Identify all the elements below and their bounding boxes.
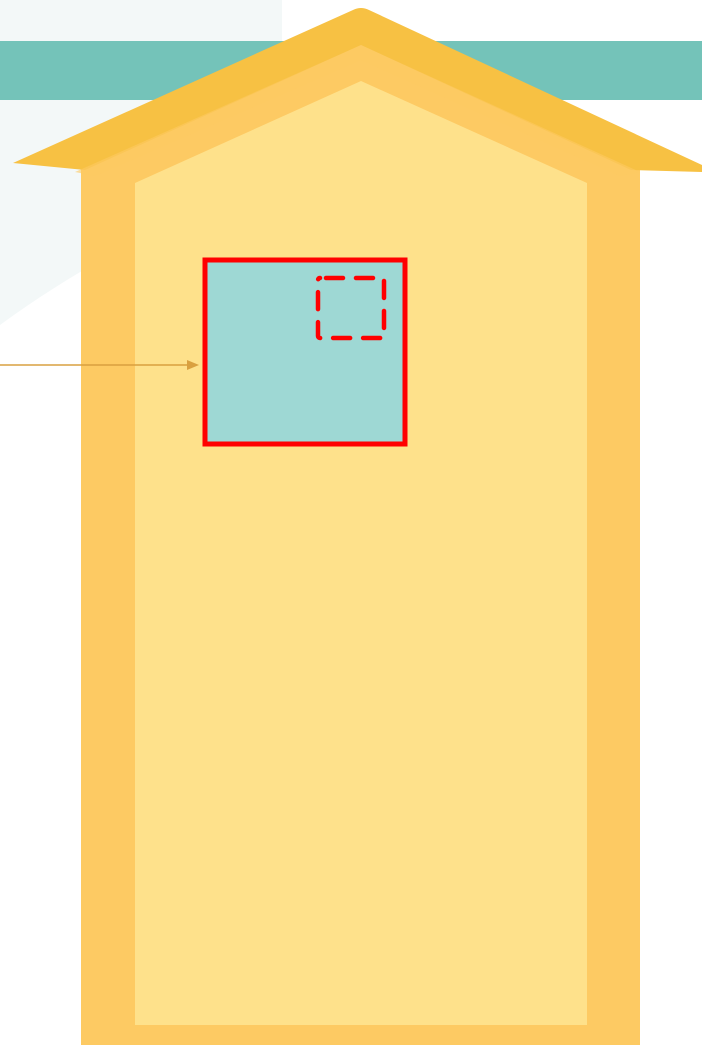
house-inner-panel [135,81,587,1025]
window [205,260,405,444]
